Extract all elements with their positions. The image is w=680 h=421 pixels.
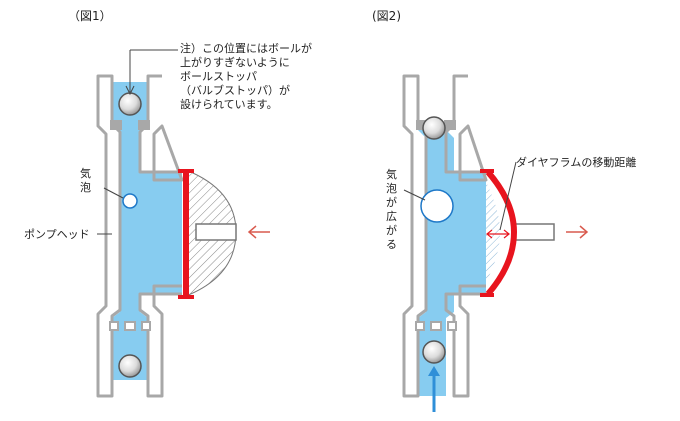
bubble2-label-5: が [386, 223, 397, 237]
pump-head-label: ポンプヘッド [24, 228, 90, 241]
note-line-5: 設けられています。 [180, 97, 278, 111]
note-line-3: ボールストッパ [180, 70, 257, 83]
note-line-4: （バルブストッパ）が [180, 83, 290, 97]
check-ball-lower [118, 354, 142, 378]
push-arrow-head [247, 225, 257, 239]
inflow-arrow-head [428, 366, 440, 376]
bubble-leader [103, 187, 124, 199]
figure-1: （図1） [24, 9, 312, 398]
figure-2: (図2) [372, 9, 636, 412]
lower-seat-b [124, 321, 136, 331]
figure-2-title: (図2) [372, 9, 401, 23]
lower2-seat-c [447, 321, 457, 331]
liquid-chamber [112, 82, 182, 380]
valve-seat-right [138, 120, 150, 130]
bubble2-label-1: 気 [386, 167, 397, 181]
piston2-rod [511, 223, 555, 241]
diaphragm2-stroke-area [486, 182, 500, 282]
lower-seat-c [141, 321, 151, 331]
bubble-label-1: 気 [80, 166, 91, 180]
valve2-seat-left [416, 120, 428, 130]
pull-arrow-head [579, 225, 589, 239]
bubble2-label-6: る [386, 238, 397, 251]
note-arrow-head [125, 85, 135, 96]
note-line-1: 注）この位置にはボールが [180, 41, 312, 55]
distance-arrow-head-right [503, 229, 510, 239]
check-ball-upper [118, 92, 142, 116]
diaphragm-flexed [485, 170, 518, 296]
note-line-2: 上がりすぎないように [180, 55, 290, 69]
check2-ball-lower [422, 340, 446, 364]
lower-seat-a [109, 321, 119, 331]
distance-arrow-head-left [486, 229, 493, 239]
air-bubble [122, 193, 138, 209]
bubble2-leader [403, 189, 426, 201]
distance-label: ダイヤフラムの移動距離 [516, 155, 636, 169]
bubble2-label-4: 広 [386, 210, 397, 223]
expanded-air-bubble [420, 189, 454, 223]
distance-leader [499, 161, 517, 231]
bubble-label-2: 泡 [80, 180, 91, 194]
check2-ball-upper [422, 116, 446, 140]
bubble2-label-2: 泡 [386, 181, 397, 195]
bubble2-label-3: が [386, 195, 397, 209]
valve2-seat-right [444, 120, 456, 130]
valve-seat-left [110, 120, 122, 130]
lower2-seat-b [430, 321, 442, 331]
lower2-seat-a [415, 321, 425, 331]
figure-1-title: （図1） [68, 9, 112, 23]
piston-rod [195, 223, 237, 241]
